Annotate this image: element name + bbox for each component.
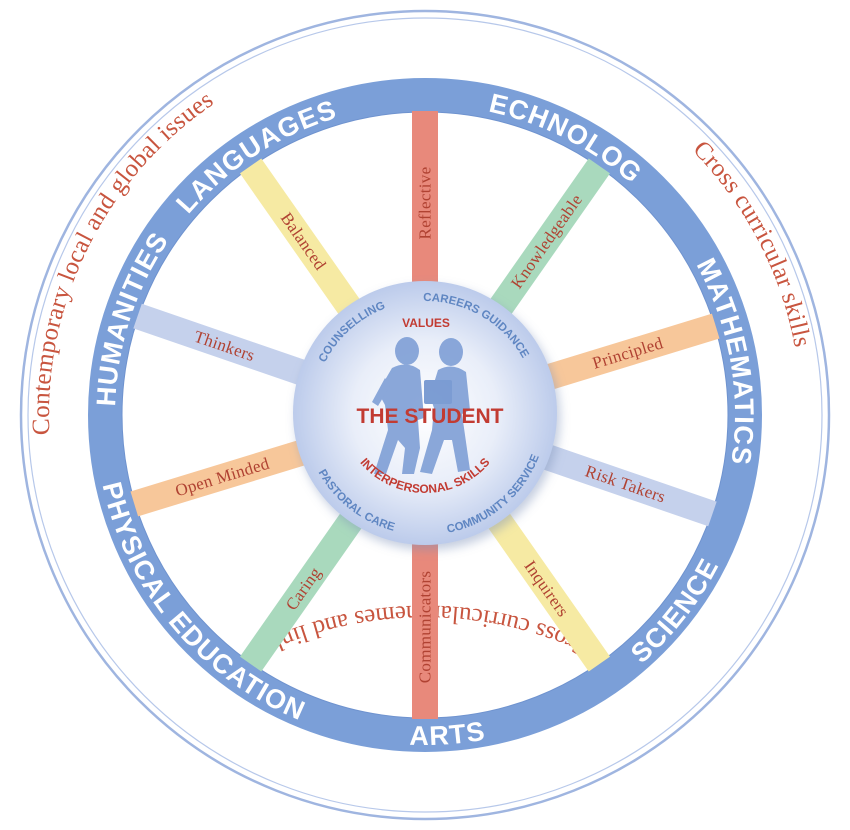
outer-border-ring <box>19 9 831 821</box>
spoke-bar <box>130 437 315 517</box>
subject-mathematics: MATHEMATICS <box>691 253 759 467</box>
spoke-communicators: Communicators <box>412 535 438 719</box>
student-hub <box>293 281 557 545</box>
students-silhouette-icon <box>372 337 470 474</box>
spoke-bar <box>412 535 438 719</box>
spoke-thinkers: Thinkers <box>133 303 316 389</box>
spoke-label: Principled <box>590 333 665 373</box>
spoke-bar <box>239 505 367 672</box>
spoke-bar <box>535 313 720 393</box>
spoke-bar <box>483 505 611 672</box>
spoke-label: Reflective <box>416 167 435 240</box>
spoke-open-minded: Open Minded <box>130 437 315 517</box>
spoke-bar <box>239 158 367 325</box>
subject-ring <box>88 78 762 752</box>
hub-values-label: VALUES <box>402 316 450 330</box>
spoke-bar <box>133 303 316 389</box>
spoke-risk-takers: Risk Takers <box>534 441 717 527</box>
spoke-principled: Principled <box>535 313 720 393</box>
subject-arts: ARTS <box>409 716 487 751</box>
spoke-reflective: Reflective <box>412 111 438 295</box>
spoke-bar <box>412 111 438 295</box>
spoke-bar <box>534 441 717 527</box>
spoke-knowledgeable: Knowledgeable <box>483 158 611 325</box>
hub-title: THE STUDENT <box>357 405 504 428</box>
outer-inner-border-ring <box>27 17 823 813</box>
spoke-balanced: Balanced <box>239 158 367 325</box>
spoke-label: Knowledgeable <box>507 191 586 292</box>
spoke-label: Balanced <box>277 209 330 274</box>
spoke-bar <box>483 158 611 325</box>
subject-science: SCIENCE <box>625 553 724 669</box>
spoke-label: Communicators <box>416 571 435 684</box>
